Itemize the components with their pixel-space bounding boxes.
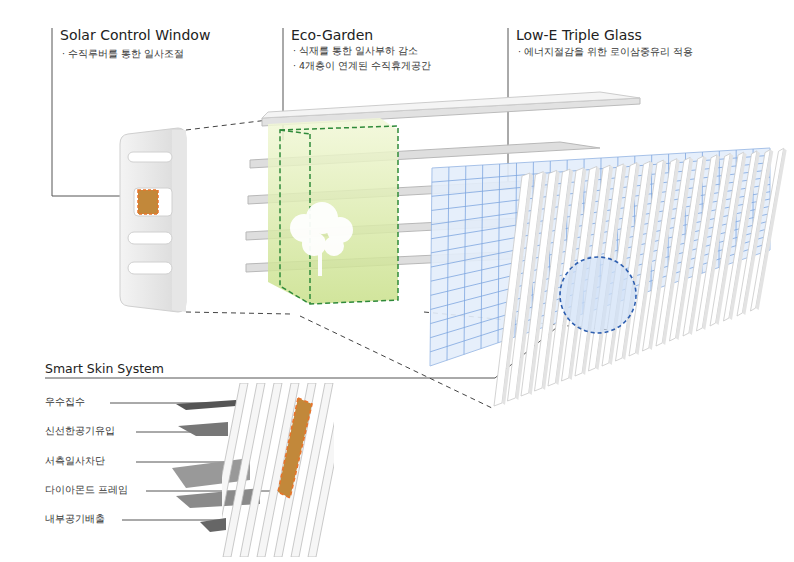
callout-text: · 수직루버를 통한 일사조절	[62, 48, 184, 59]
smart-skin-detail	[172, 383, 350, 557]
callout-text: 우수집수	[45, 396, 85, 408]
louver-fin	[751, 148, 784, 311]
callout-text: · 에너지절감을 위한 로이삼중유리 적용	[518, 46, 693, 57]
callout-text: 다이아몬드 프레임	[45, 484, 128, 496]
detail-fin	[308, 383, 334, 557]
callout-text: 신선한공기유입	[45, 425, 115, 437]
callout-title: Solar Control Window	[60, 27, 210, 44]
callout-text: 서측일사차단	[45, 455, 105, 467]
callout-title: Low-E Triple Glass	[516, 27, 642, 44]
callout-text: 내부공기배출	[45, 513, 105, 525]
eco-garden-volume	[268, 118, 398, 304]
callout-text: · 4개층이 연계된 수직휴게공간	[293, 60, 431, 71]
detail-circle	[560, 257, 636, 333]
window-panel	[120, 128, 186, 312]
callout-text: · 식재를 통한 일사부하 감소	[293, 45, 418, 56]
louver-side	[756, 148, 787, 310]
callout-title: Eco-Garden	[291, 27, 373, 44]
callout-title: Smart Skin System	[45, 361, 164, 376]
louver-fins	[494, 148, 787, 406]
